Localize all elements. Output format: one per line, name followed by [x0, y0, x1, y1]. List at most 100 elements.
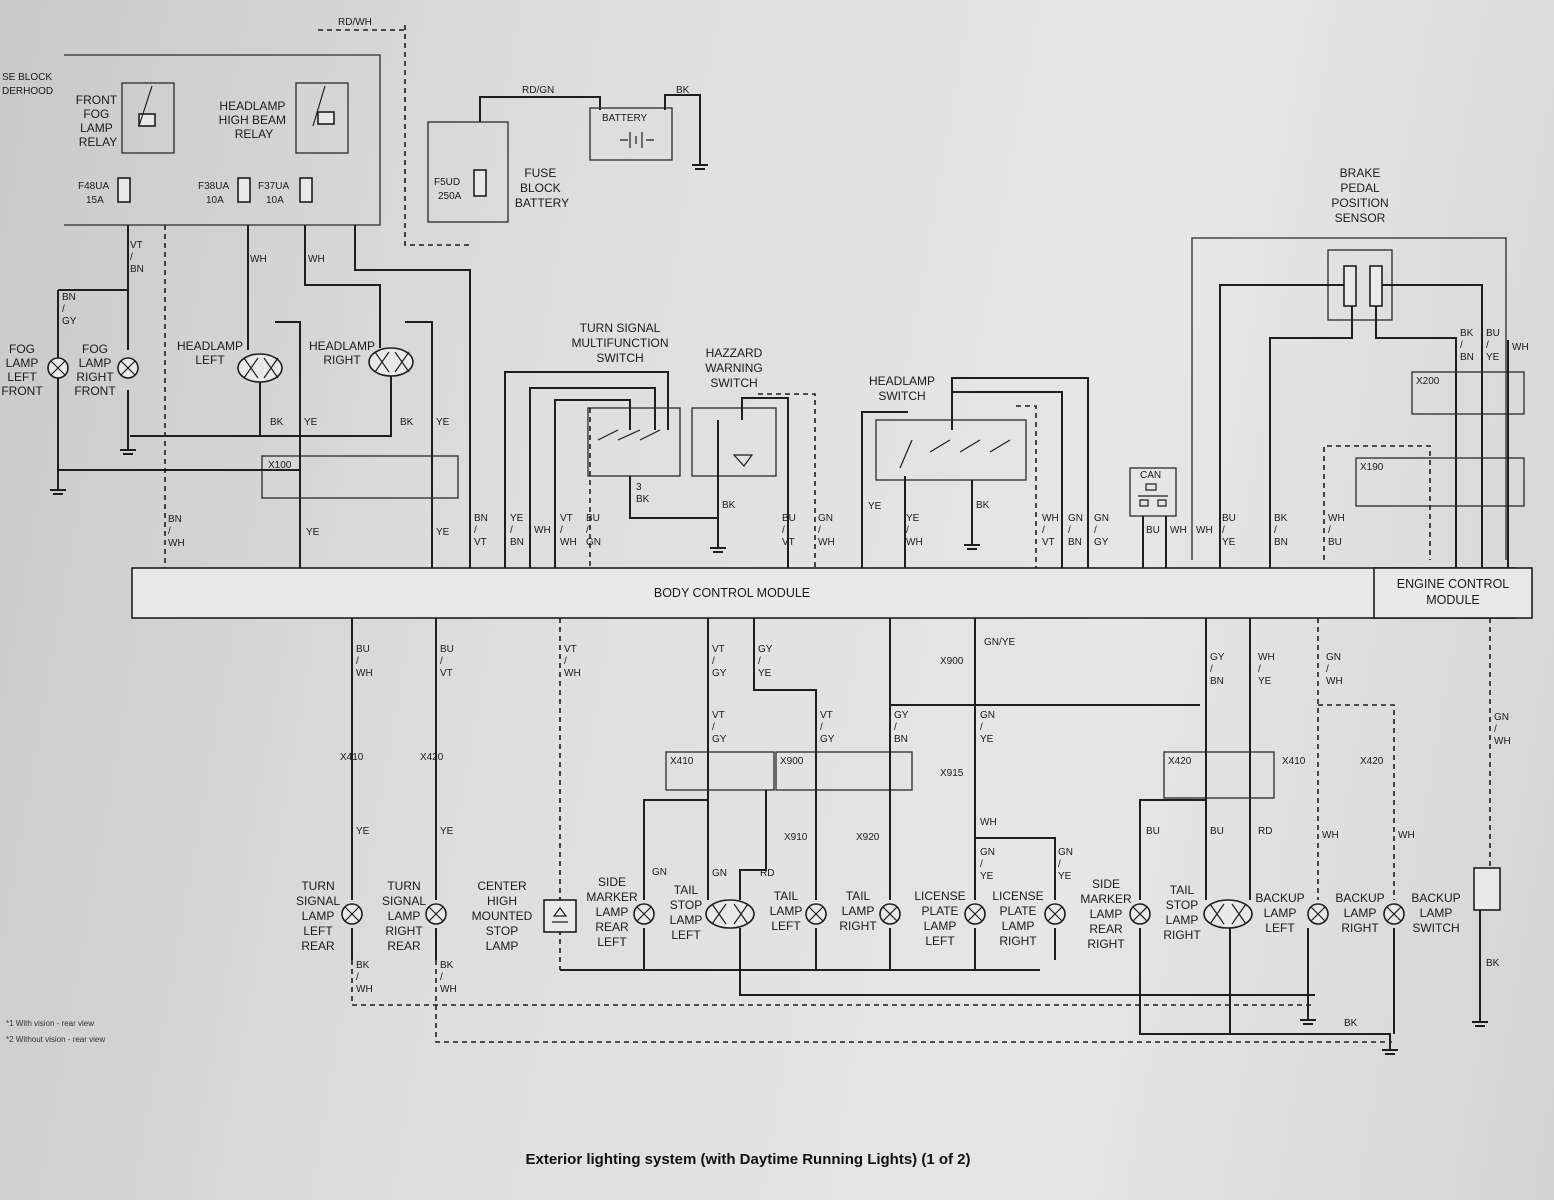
svg-text:YE: YE: [306, 527, 320, 538]
svg-text:YE/BN: YE/BN: [510, 513, 524, 548]
svg-text:VT/WH: VT/WH: [564, 644, 581, 679]
svg-text:X410: X410: [1282, 756, 1306, 767]
svg-text:BK/BN: BK/BN: [1274, 513, 1288, 548]
tail-stop-right-icon: [1203, 899, 1253, 929]
svg-text:BK/WH: BK/WH: [440, 960, 457, 995]
svg-text:WH: WH: [1170, 525, 1187, 536]
svg-text:YE: YE: [356, 826, 370, 837]
svg-text:VT/BN: VT/BN: [130, 240, 144, 275]
svg-text:BK: BK: [400, 417, 414, 428]
bcm-label: BODY CONTROL MODULE: [654, 586, 810, 600]
svg-text:BN/VT: BN/VT: [474, 513, 488, 548]
svg-text:BU: BU: [1146, 826, 1160, 837]
svg-text:WH: WH: [980, 817, 997, 828]
svg-text:WH: WH: [308, 254, 325, 265]
svg-text:BK: BK: [976, 500, 990, 511]
fog-relay-label: FRONT FOG LAMP RELAY: [76, 93, 120, 149]
rear-lamp-wiring: BU/WH BU/VT X410 X420 YE YE BK/WH BK/WH …: [340, 618, 1511, 1055]
svg-text:GN/YE: GN/YE: [980, 710, 995, 745]
svg-text:BK: BK: [270, 417, 284, 428]
svg-text:X200: X200: [1416, 376, 1440, 387]
svg-text:GN/YE: GN/YE: [1058, 847, 1073, 882]
svg-text:X420: X420: [1168, 756, 1192, 767]
tail-stop-left-icon: [705, 899, 755, 929]
svg-text:BK: BK: [1344, 1018, 1358, 1029]
svg-text:GN/YE: GN/YE: [980, 847, 995, 882]
svg-text:DERHOOD: DERHOOD: [2, 86, 53, 97]
svg-text:GN/WH: GN/WH: [1494, 712, 1511, 747]
svg-text:BK: BK: [722, 500, 736, 511]
svg-text:WH/VT: WH/VT: [1042, 513, 1059, 548]
svg-text:FUSE BLOCK BATTERY: FUSE BLOCK BATTERY: [515, 166, 569, 210]
svg-text:X410: X410: [670, 756, 694, 767]
svg-text:X100: X100: [268, 460, 292, 471]
svg-text:VT/GY: VT/GY: [820, 710, 835, 745]
svg-text:BK/BN: BK/BN: [1460, 328, 1474, 363]
connector-x200: [1411, 371, 1525, 415]
svg-text:X910: X910: [784, 832, 808, 843]
svg-text:X915: X915: [940, 768, 964, 779]
svg-text:X410: X410: [340, 752, 364, 763]
svg-text:BK: BK: [1486, 958, 1500, 969]
svg-text:BU/YE: BU/YE: [1486, 328, 1500, 363]
diagram-caption: Exterior lighting system (with Daytime R…: [525, 1151, 970, 1168]
connector-x190: [1355, 457, 1525, 507]
svg-text:VT/GY: VT/GY: [712, 710, 727, 745]
svg-text:GN/GY: GN/GY: [1094, 513, 1109, 548]
svg-text:BN/GY: BN/GY: [62, 292, 77, 327]
svg-text:3BK: 3BK: [636, 482, 650, 505]
svg-text:X920: X920: [856, 832, 880, 843]
svg-text:BU/YE: BU/YE: [1222, 513, 1236, 548]
svg-text:CAN: CAN: [1140, 470, 1161, 481]
svg-text:YE: YE: [304, 417, 318, 428]
svg-text:VT/WH: VT/WH: [560, 513, 577, 548]
footnote-1: *1 With vision - rear view: [6, 1019, 94, 1028]
high-beam-relay-label: HEADLAMP HIGH BEAM RELAY: [219, 99, 290, 141]
svg-text:WH: WH: [1398, 830, 1415, 841]
svg-text:GN: GN: [712, 868, 727, 879]
svg-text:YE: YE: [436, 527, 450, 538]
svg-text:WH: WH: [534, 525, 551, 536]
connector-x410-b: [665, 751, 775, 791]
svg-text:WH: WH: [250, 254, 267, 265]
battery-label: BATTERY: [602, 113, 648, 124]
svg-text:GN/BN: GN/BN: [1068, 513, 1083, 548]
svg-text:VT/GY: VT/GY: [712, 644, 727, 679]
svg-text:BK/WH: BK/WH: [356, 960, 373, 995]
svg-text:WH: WH: [1512, 342, 1529, 353]
svg-text:SE BLOCK: SE BLOCK: [2, 72, 52, 83]
svg-text:WH/BU: WH/BU: [1328, 513, 1345, 548]
svg-text:YE: YE: [436, 417, 450, 428]
svg-text:WH: WH: [1322, 830, 1339, 841]
svg-text:BK: BK: [676, 85, 690, 96]
backup-switch-body: [1473, 867, 1501, 911]
svg-text:WH: WH: [1196, 525, 1213, 536]
connector-x900-13: [775, 751, 913, 791]
bcm-top-wire-labels: BN/VT YE/BN WH VT/WH BU/GN BU/VT GN/WH Y…: [474, 513, 1345, 548]
svg-text:WH/YE: WH/YE: [1258, 652, 1275, 687]
svg-text:BU/VT: BU/VT: [782, 513, 796, 548]
